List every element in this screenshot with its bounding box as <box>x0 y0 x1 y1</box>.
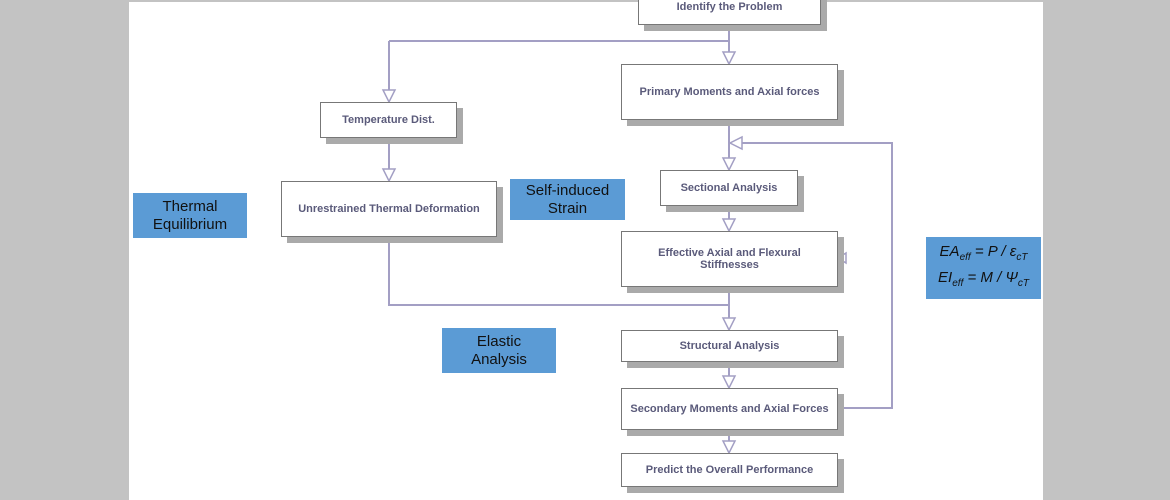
formula-ei-rhs: = M / Ψ <box>967 269 1018 286</box>
connector-unrestrained-structural <box>388 237 729 306</box>
formula-ei-sub: eff <box>952 278 964 289</box>
label-stiffness-formula: EAeff = P / εcT EIeff = M / ΨcT <box>926 237 1041 299</box>
node-primary-moments: Primary Moments and Axial forces <box>621 64 838 120</box>
formula-ea-lhs: EA <box>939 243 960 260</box>
arrowhead <box>381 168 397 183</box>
node-sectional-analysis: Sectional Analysis <box>660 170 798 206</box>
arrowhead <box>721 375 737 390</box>
arrowhead <box>721 157 737 172</box>
arrowhead <box>721 317 737 332</box>
node-predict-performance: Predict the Overall Performance <box>621 453 838 487</box>
node-structural-analysis: Structural Analysis <box>621 330 838 362</box>
formula-ea-sub: eff <box>959 252 971 263</box>
arrowhead <box>721 51 737 66</box>
diagram-canvas <box>129 2 1043 500</box>
formula-ea-rhs: = P / ε <box>974 243 1017 260</box>
arrowhead <box>721 440 737 455</box>
label-self-induced-strain: Self-induced Strain <box>510 179 625 220</box>
formula-ea: EAeff = P / εcT <box>940 242 1028 268</box>
formula-ei-rhs-sub: cT <box>1017 278 1029 289</box>
node-secondary-moments: Secondary Moments and Axial Forces <box>621 388 838 430</box>
label-thermal-equilibrium: Thermal Equilibrium <box>133 193 247 238</box>
arrowhead <box>728 135 743 151</box>
node-effective-stiffness: Effective Axial and Flexural Stiffnesses <box>621 231 838 287</box>
formula-ei: EIeff = M / ΨcT <box>938 268 1029 294</box>
arrowhead <box>836 251 847 265</box>
node-identify-problem: Identify the Problem <box>638 0 821 25</box>
formula-ea-rhs-sub: cT <box>1016 252 1028 263</box>
node-unrestrained-deformation: Unrestrained Thermal Deformation <box>281 181 497 237</box>
arrowhead <box>721 218 737 233</box>
arrowhead <box>381 89 397 104</box>
formula-ei-lhs: EI <box>938 269 953 286</box>
connector-feedback-loop <box>740 142 893 409</box>
label-elastic-analysis: Elastic Analysis <box>442 328 556 373</box>
node-temperature-dist: Temperature Dist. <box>320 102 457 138</box>
